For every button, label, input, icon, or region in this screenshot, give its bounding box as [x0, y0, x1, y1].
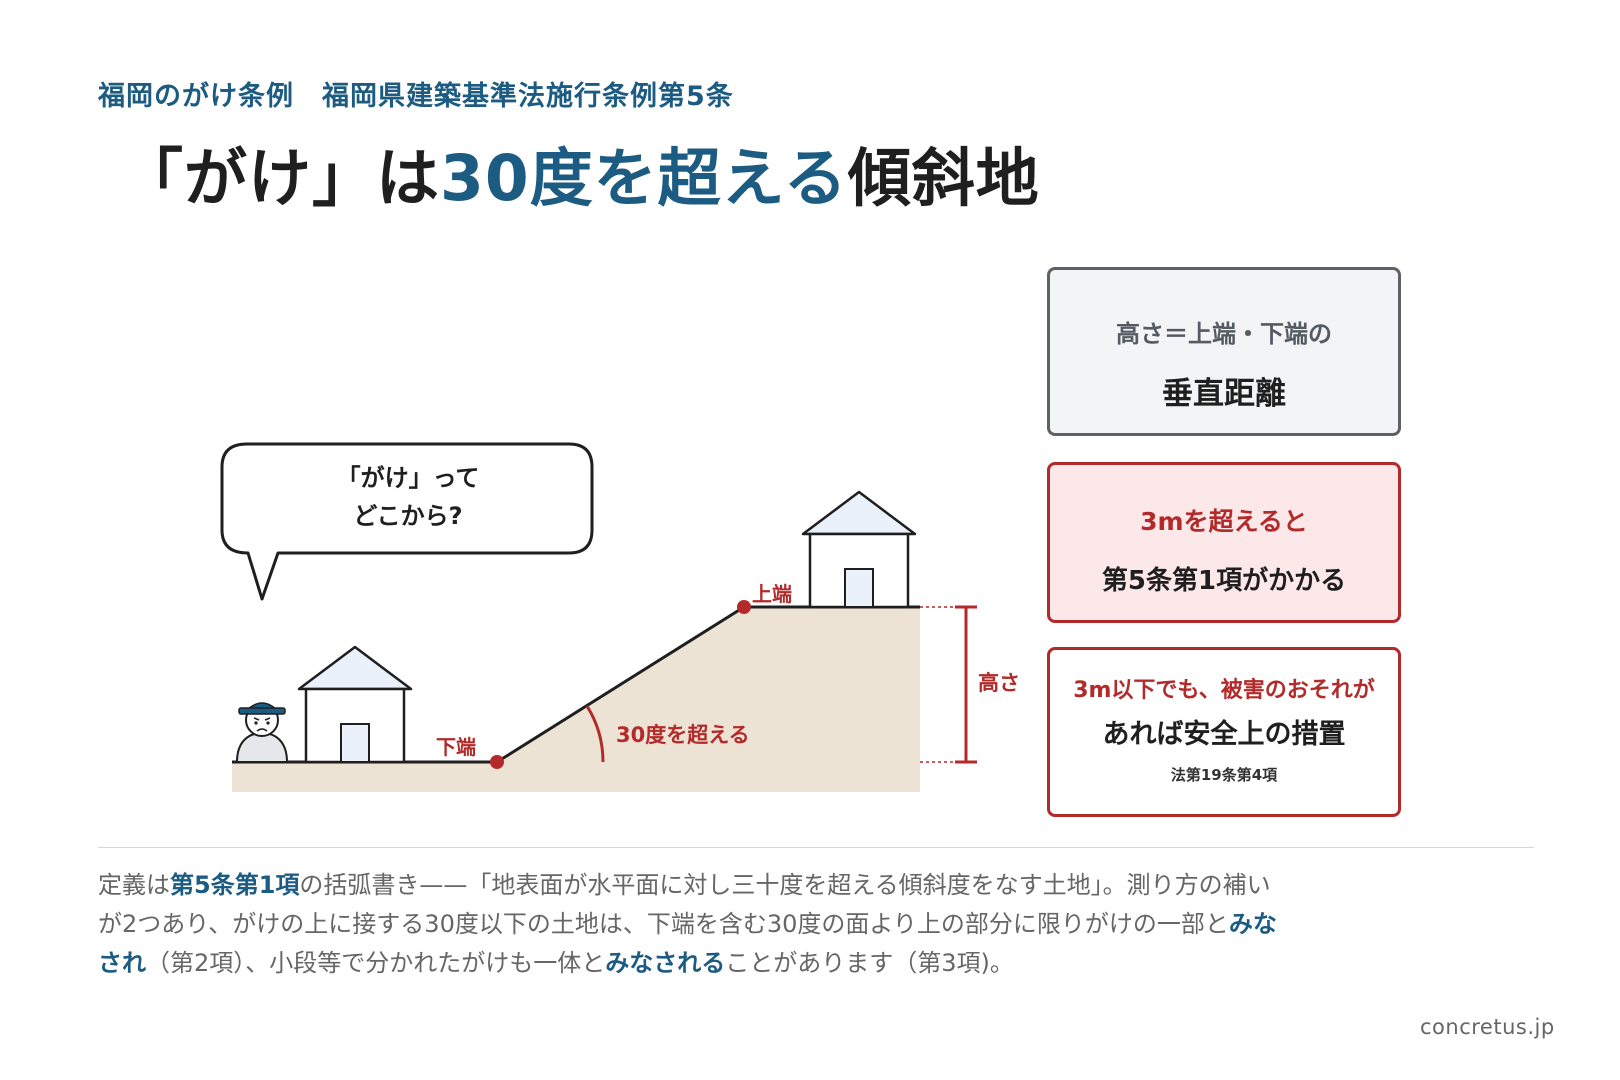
under-3m-line-2: あれば安全上の措置: [1102, 719, 1346, 750]
height-definition-box: 高さ＝上端・下端の 垂直距離: [1047, 267, 1401, 436]
bottom-edge-point: [490, 755, 504, 769]
label-top-edge: 上端: [752, 582, 792, 606]
top-edge-point: [737, 600, 751, 614]
over-3m-box: 3mを超えると 第5条第1項がかかる: [1047, 462, 1401, 623]
label-height: 高さ: [978, 671, 1020, 695]
speech-line-1: 「がけ」って: [337, 464, 480, 492]
subtitle: 福岡のがけ条例 福岡県建築基準法施行条例第5条: [98, 81, 734, 112]
desc-text-4: ことがあります（第3項)。: [725, 949, 1014, 977]
label-angle: 30度を超える: [616, 723, 750, 747]
over-3m-line-1: 3mを超えると: [1140, 507, 1308, 536]
height-definition-line-2: 垂直距離: [1162, 376, 1286, 412]
desc-text-2: の括弧書き——「地表面が水平面に対し三十度を超える傾斜度をなす土地」。測り方の補…: [98, 871, 1271, 938]
under-3m-line-1: 3m以下でも、被害のおそれが: [1073, 678, 1375, 703]
title-post: 傾斜地: [847, 142, 1040, 215]
over-3m-line-2: 第5条第1項がかかる: [1101, 566, 1347, 596]
under-3m-box: 3m以下でも、被害のおそれが あれば安全上の措置 法第19条第4項: [1047, 647, 1401, 817]
house-icon: [297, 645, 413, 764]
desc-text-1: 定義は: [98, 871, 170, 899]
angle-arc: [585, 705, 605, 763]
desc-bold-3: みなされる: [605, 949, 726, 977]
title-accent: 30度を超える: [440, 142, 848, 215]
page-title: 「がけ」は30度を超える傾斜地: [120, 128, 1040, 219]
speech-bubble-icon: [220, 442, 594, 601]
speech-line-2: どこから?: [353, 502, 462, 530]
height-bracket: [955, 605, 977, 764]
height-definition-line-1: 高さ＝上端・下端の: [1116, 320, 1332, 348]
under-3m-line-3: 法第19条第4項: [1170, 766, 1278, 784]
house-icon: [801, 490, 917, 609]
label-bottom-edge: 下端: [436, 735, 476, 759]
ground: [232, 607, 920, 792]
desc-bold-1: 第5条第1項: [170, 871, 300, 899]
site-credit: concretus.jp: [1420, 1015, 1555, 1039]
title-pre: 「がけ」は: [120, 142, 440, 215]
desc-text-3: （第2項）、小段等で分かれたがけも一体と: [146, 949, 606, 977]
person-icon: [235, 702, 289, 763]
desc-bold-2: みなされ: [98, 910, 1277, 977]
divider: [98, 847, 1534, 848]
description: 定義は第5条第1項の括弧書き——「地表面が水平面に対し三十度を超える傾斜度をなす…: [98, 866, 1278, 983]
